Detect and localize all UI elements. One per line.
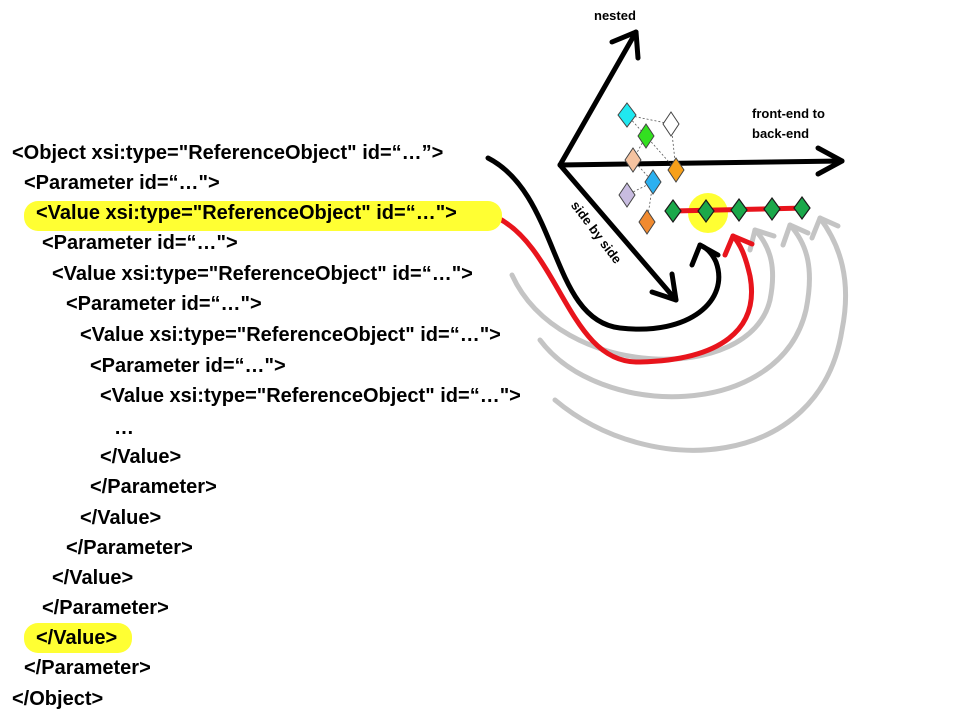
red-arrow: [495, 215, 754, 365]
code-line: <Value xsi:type="ReferenceObject" id=“…"…: [80, 324, 501, 346]
front-end-label-line1: front-end to: [752, 106, 825, 121]
chain-node: [664, 198, 682, 224]
black-arrow-head: [689, 242, 721, 268]
code-line: </Value>: [100, 446, 182, 468]
front-end-axis-arrowhead: [815, 145, 845, 177]
code-line: </Value>: [52, 567, 134, 589]
code-line: <Parameter id=“…">: [66, 293, 262, 315]
highlight-line-value: [24, 201, 502, 231]
red-arrow-head: [722, 233, 755, 258]
code-line: </Parameter>: [66, 537, 193, 559]
code-line: </Parameter>: [24, 657, 151, 679]
chain-node: [730, 197, 748, 223]
tree-node: [618, 182, 636, 208]
gray-arrow-3: [537, 222, 812, 400]
code-line: </Parameter>: [90, 476, 217, 498]
gray-arrow-4-head: [809, 215, 841, 241]
code-line: …: [114, 417, 134, 439]
tree-node: [662, 111, 680, 137]
tree-node: [667, 157, 685, 183]
code-line: </Parameter>: [42, 597, 169, 619]
side-by-side-axis-arrowhead: [649, 271, 679, 303]
gray-arrow-2: [509, 227, 776, 362]
nested-axis-arrowhead: [609, 29, 641, 61]
tree-node: [637, 123, 655, 149]
chain-node: [697, 198, 715, 224]
code-line-highlighted: </Value>: [36, 627, 118, 649]
code-line: <Object xsi:type="ReferenceObject" id=“……: [12, 142, 444, 164]
tree-node: [638, 209, 656, 235]
front-end-label-line2: back-end: [752, 126, 810, 141]
axes: [557, 29, 845, 303]
tree-nodes: [617, 102, 685, 235]
code-line-highlighted: <Value xsi:type="ReferenceObject" id=“…"…: [36, 202, 457, 224]
code-line: <Parameter id=“…">: [24, 172, 220, 194]
chain-nodes: [664, 195, 811, 224]
nested-label: nested: [594, 8, 636, 23]
gray-arrow-3-head: [780, 222, 811, 248]
front-end-axis-arrow: [557, 158, 845, 168]
tree-node: [644, 169, 662, 195]
code-line: </Value>: [80, 507, 162, 529]
code-line: <Parameter id=“…">: [42, 232, 238, 254]
chain-node: [793, 195, 811, 221]
gray-arrow-4: [552, 215, 849, 453]
connector-arrows: [485, 155, 849, 453]
code-line: <Value xsi:type="ReferenceObject" id=“…"…: [52, 263, 473, 285]
highlight-line-close-value: [24, 623, 132, 653]
side-by-side-axis-arrow: [557, 162, 679, 303]
black-arrow: [485, 155, 722, 332]
code-line: <Parameter id=“…">: [90, 355, 286, 377]
code-line: </Object>: [12, 688, 104, 710]
tree-node: [624, 147, 642, 173]
nested-axis-arrow: [557, 29, 639, 168]
tree-node: [617, 102, 637, 128]
chain-node: [763, 196, 781, 222]
code-line: <Value xsi:type="ReferenceObject" id=“…"…: [100, 385, 521, 407]
